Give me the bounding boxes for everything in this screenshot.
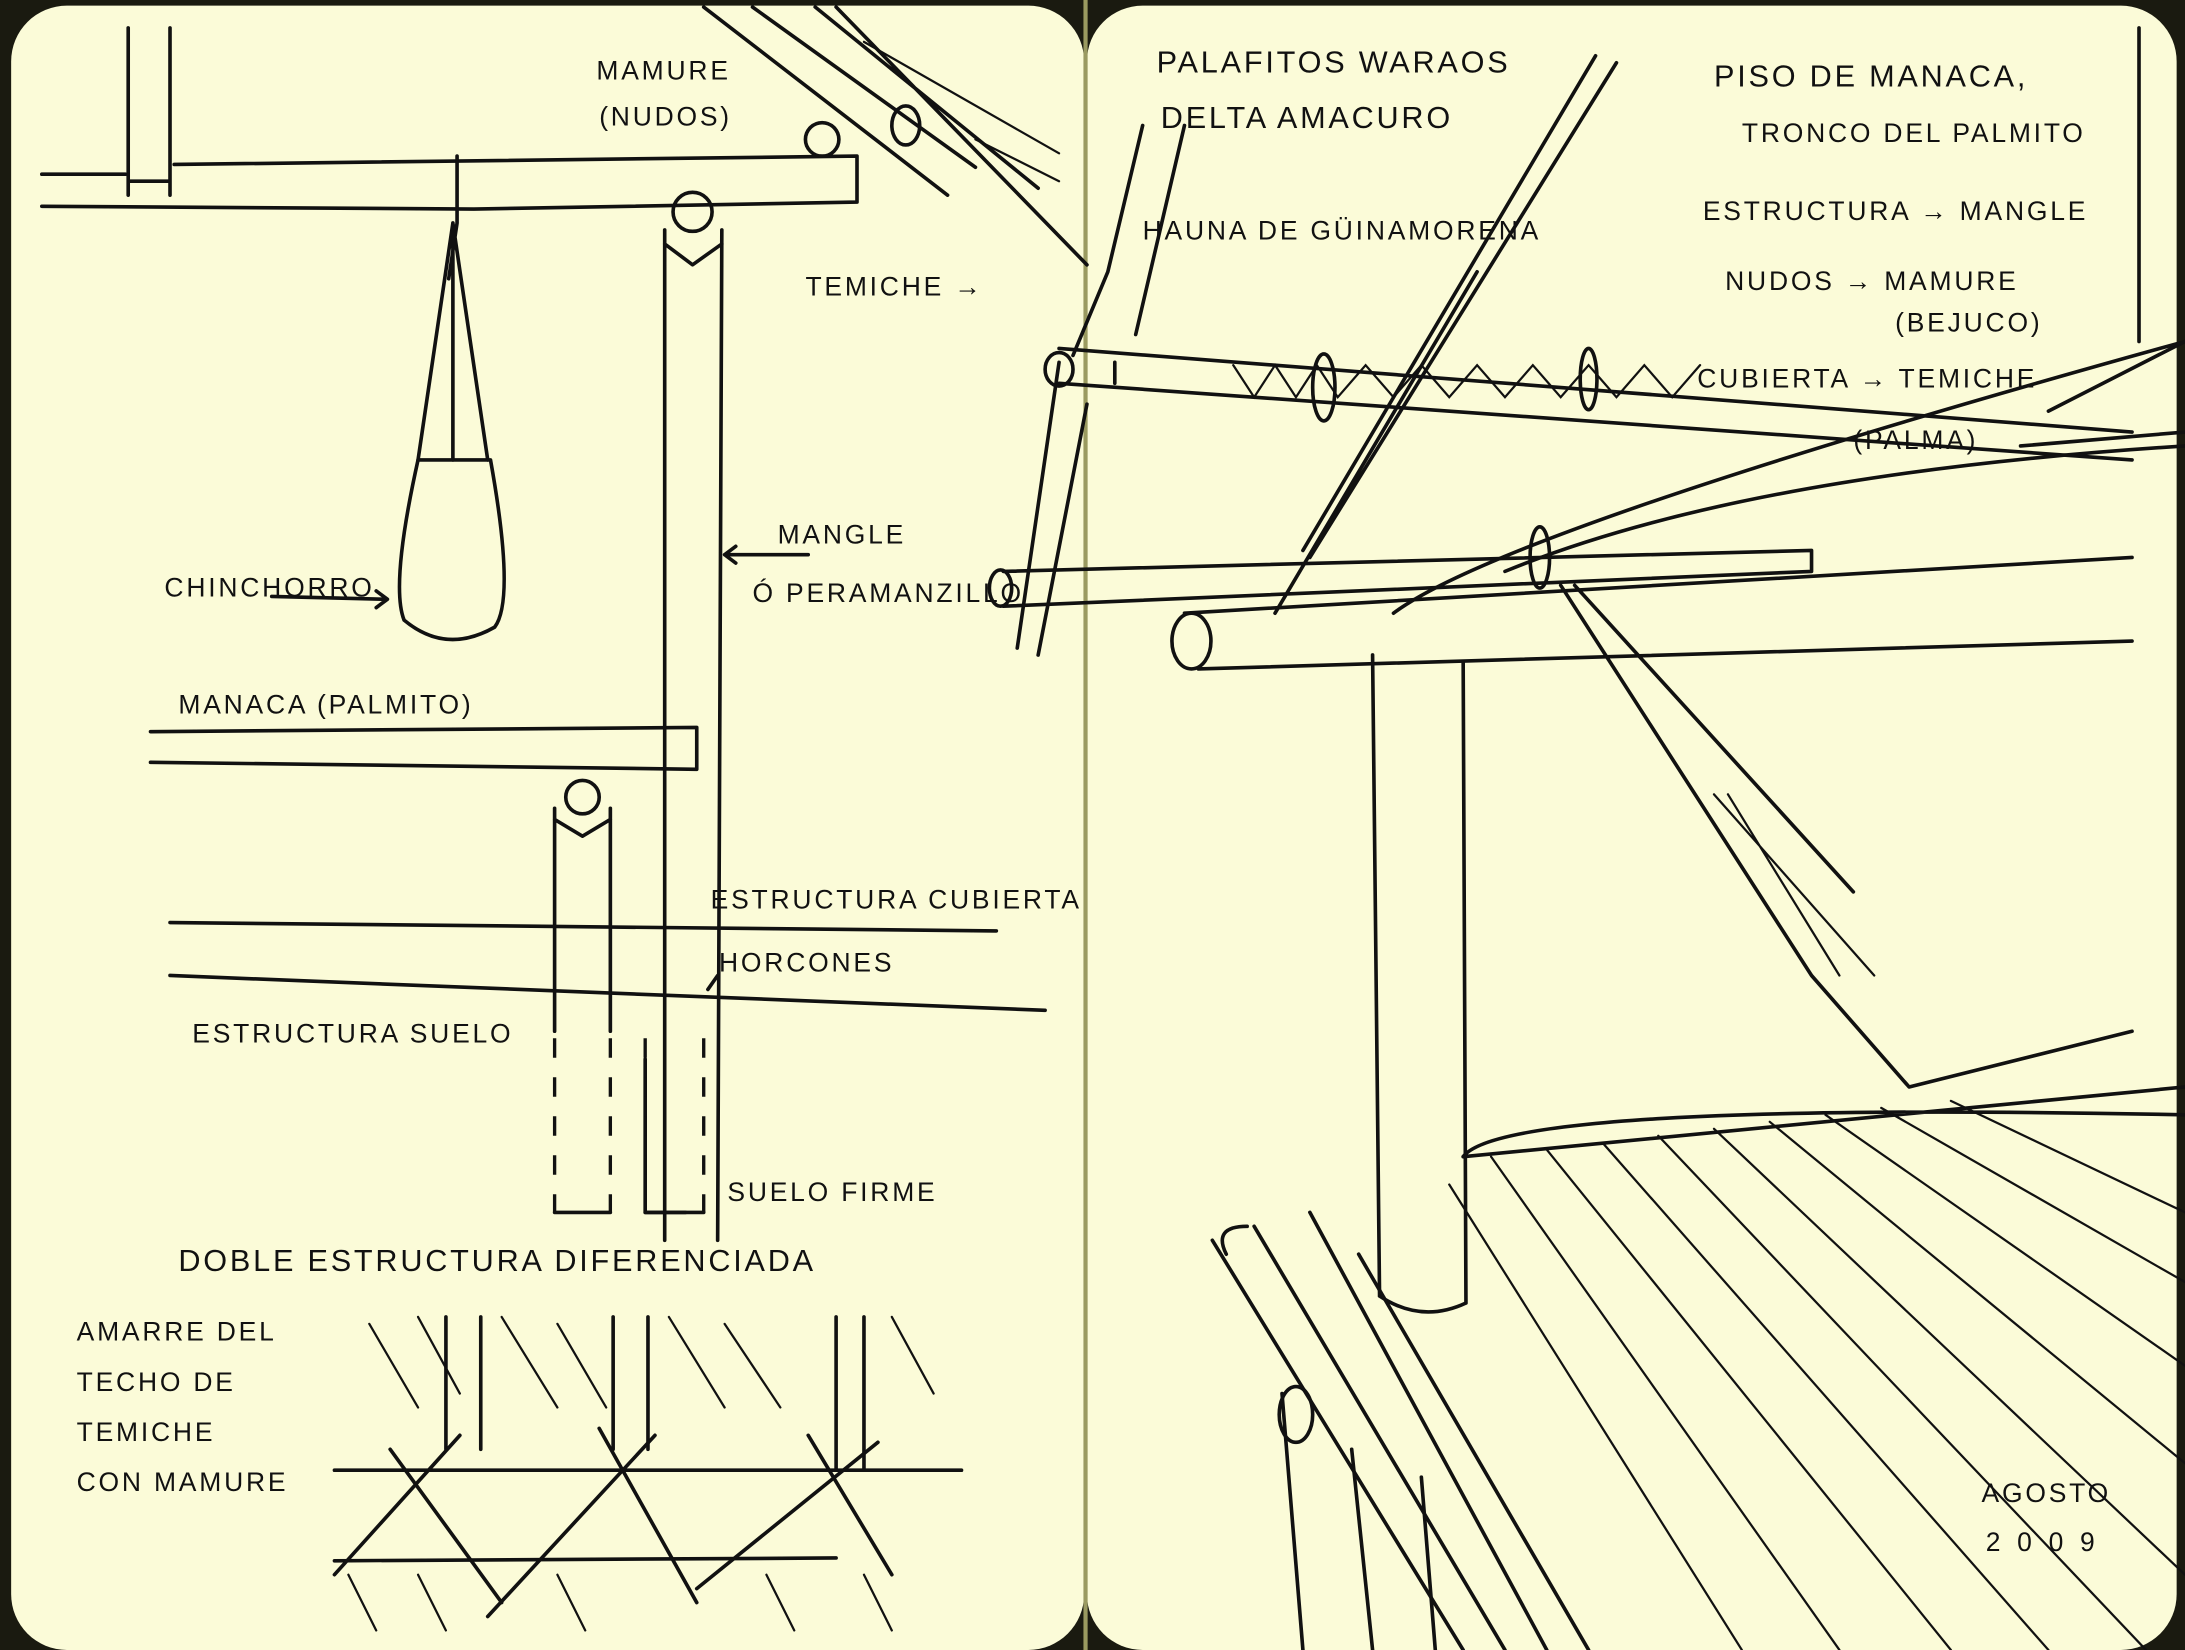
label-estructura-cubierta: ESTRUCTURA CUBIERTA — [711, 885, 1082, 915]
label-suelo-firme: SUELO FIRME — [727, 1177, 937, 1207]
right-page — [1086, 5, 2177, 1650]
left-structure-drawing — [39, 5, 1089, 1632]
label-horcones: HORCONES — [719, 947, 894, 977]
label-nudos-mamure: NUDOS → MAMURE — [1725, 266, 2018, 296]
label-estructura-suelo: ESTRUCTURA SUELO — [192, 1018, 513, 1048]
label-hauna: HAUNA DE GÜINAMORENA — [1143, 216, 1541, 246]
label-mangle: MANGLE — [778, 520, 907, 550]
label-cubierta-temiche: CUBIERTA → TEMICHE — [1697, 363, 2037, 393]
label-amarre-3: TEMICHE — [77, 1417, 216, 1447]
label-month: AGOSTO — [1982, 1478, 2112, 1508]
label-amarre-4: CON MAMURE — [77, 1467, 289, 1497]
label-peramanzillo: Ó PERAMANZILLO — [752, 578, 1023, 608]
label-year: 2009 — [1986, 1527, 2112, 1557]
label-palma: (PALMA) — [1853, 425, 1978, 455]
label-amarre-2: TECHO DE — [77, 1367, 236, 1397]
label-title-2: DELTA AMACURO — [1161, 101, 1453, 135]
right-structure-drawing — [987, 26, 2185, 1650]
label-estructura-mangle: ESTRUCTURA → MANGLE — [1703, 196, 2088, 226]
label-title-1: PALAFITOS WARAOS — [1157, 46, 1511, 80]
left-page — [11, 5, 1085, 1650]
label-manaca: MANACA (PALMITO) — [178, 690, 473, 720]
label-temiche: TEMICHE → — [805, 271, 983, 301]
label-tronco: TRONCO DEL PALMITO — [1742, 118, 2086, 148]
label-chinchorro: CHINCHORRO — [164, 572, 374, 602]
label-doble-estructura: DOBLE ESTRUCTURA DIFERENCIADA — [178, 1244, 816, 1278]
label-piso: PISO DE MANACA, — [1714, 59, 2028, 93]
label-amarre-1: AMARRE DEL — [77, 1317, 277, 1347]
label-mamure: MAMURE — [596, 55, 730, 85]
label-nudos: (NUDOS) — [599, 101, 732, 131]
label-bejuco: (BEJUCO) — [1895, 308, 2042, 338]
